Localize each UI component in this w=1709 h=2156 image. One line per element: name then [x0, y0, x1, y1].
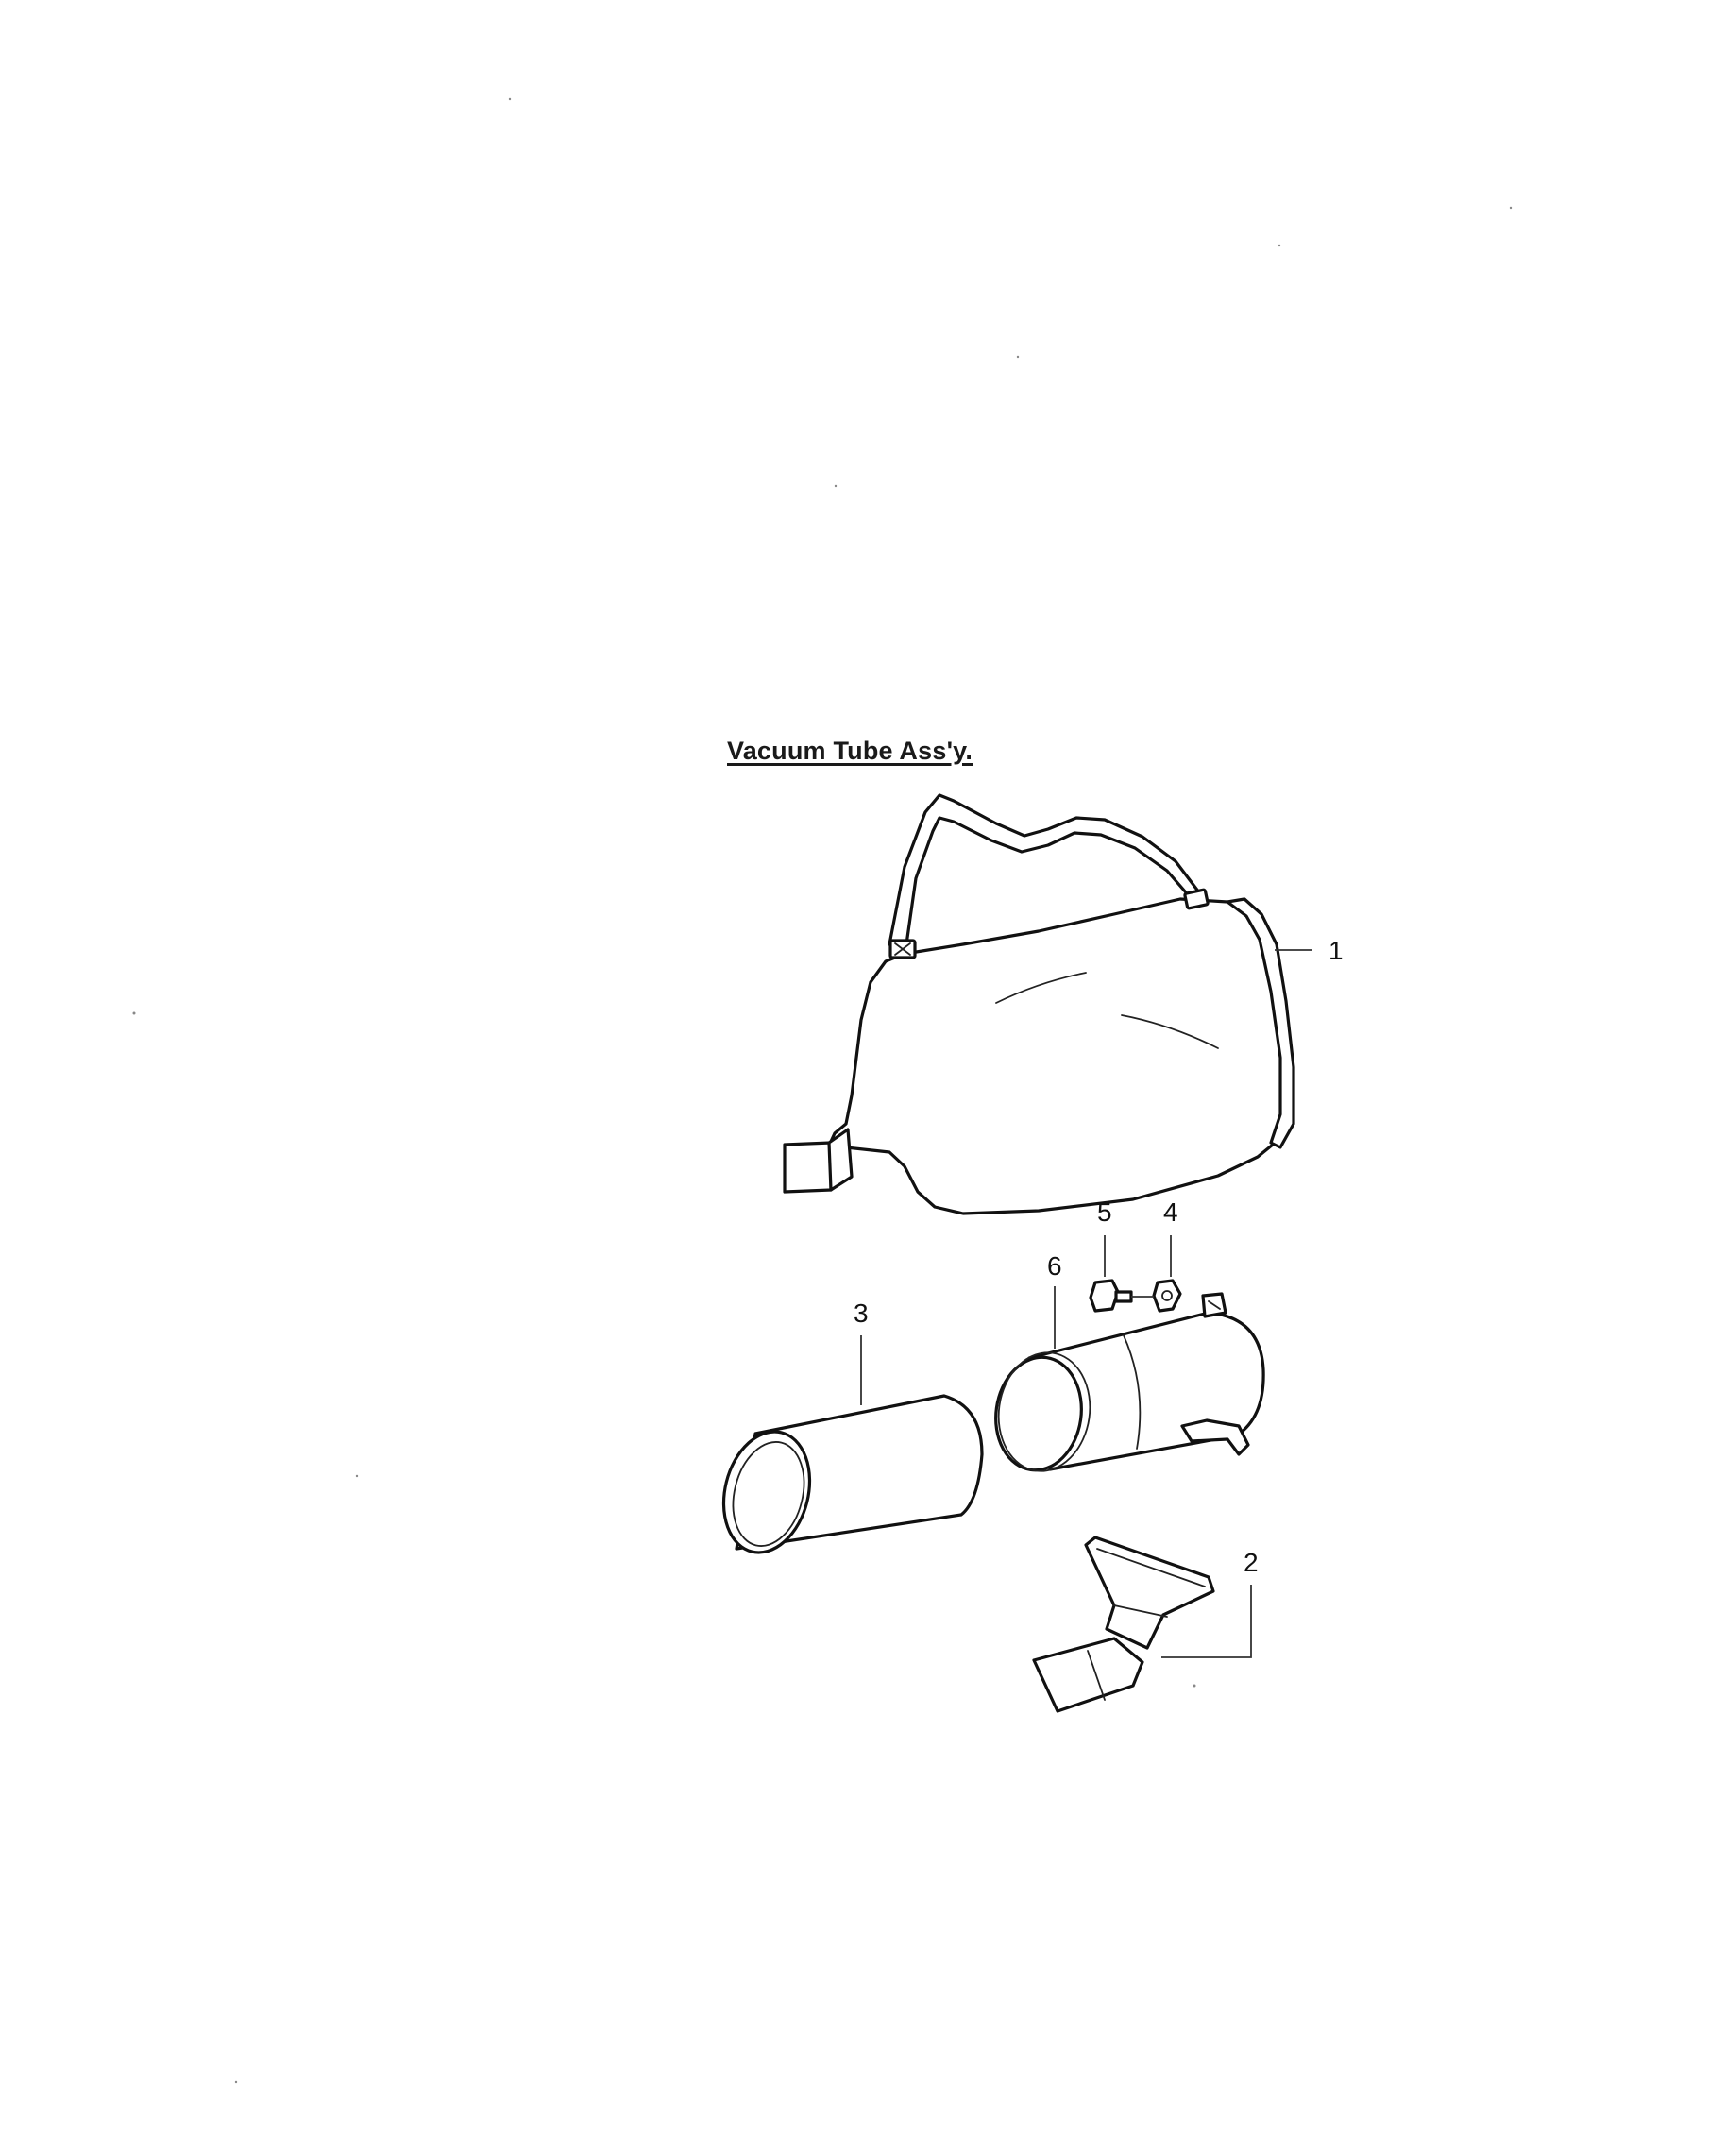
- bag-inlet: [783, 1141, 833, 1194]
- elbow-pipe: [1032, 1637, 1144, 1713]
- page-title: Vacuum Tube Ass'y.: [727, 737, 973, 765]
- housing-latch: [1180, 1418, 1250, 1456]
- callout-6: 6: [1047, 1251, 1062, 1281]
- callout-5: 5: [1097, 1197, 1112, 1227]
- bag-fold: [1121, 1014, 1219, 1049]
- elbow-nozzle: [1032, 1536, 1215, 1713]
- collection-bag: [783, 793, 1295, 1215]
- elbow-top-edge: [1096, 1548, 1206, 1587]
- callout-4: 4: [1163, 1197, 1178, 1227]
- bolt-head: [1089, 1279, 1120, 1313]
- elbow-seam: [1087, 1650, 1106, 1701]
- bracket-hole: [1208, 1300, 1221, 1310]
- nut-hole: [1161, 1290, 1173, 1301]
- leader-lines: [860, 949, 1312, 1658]
- nut: [1131, 1279, 1182, 1313]
- bag-fold: [995, 972, 1087, 1004]
- elbow-seam: [1113, 1604, 1168, 1618]
- callout-2: 2: [1244, 1548, 1259, 1577]
- callout-3: 3: [854, 1299, 869, 1328]
- buckle-mark: [894, 942, 911, 956]
- tube-housing: [994, 1292, 1265, 1472]
- nut-body: [1152, 1279, 1182, 1313]
- tube-opening-inner: [732, 1441, 805, 1547]
- housing-seam: [1123, 1334, 1142, 1450]
- bag-rim: [1226, 897, 1295, 1149]
- bolt: [1089, 1279, 1133, 1313]
- callout-labels: 1 5 4 6 3 2: [854, 936, 1344, 1577]
- scan-specks: [132, 97, 1513, 2084]
- vacuum-tube: [721, 1394, 984, 1554]
- housing-front-rim: [997, 1351, 1091, 1472]
- callout-1: 1: [1328, 936, 1344, 965]
- strap-end-tab: [1183, 888, 1210, 910]
- bag-inlet-join: [827, 1128, 854, 1192]
- leader-2: [1161, 1585, 1252, 1658]
- elbow-funnel: [1084, 1536, 1215, 1650]
- bolt-shank: [1114, 1290, 1133, 1303]
